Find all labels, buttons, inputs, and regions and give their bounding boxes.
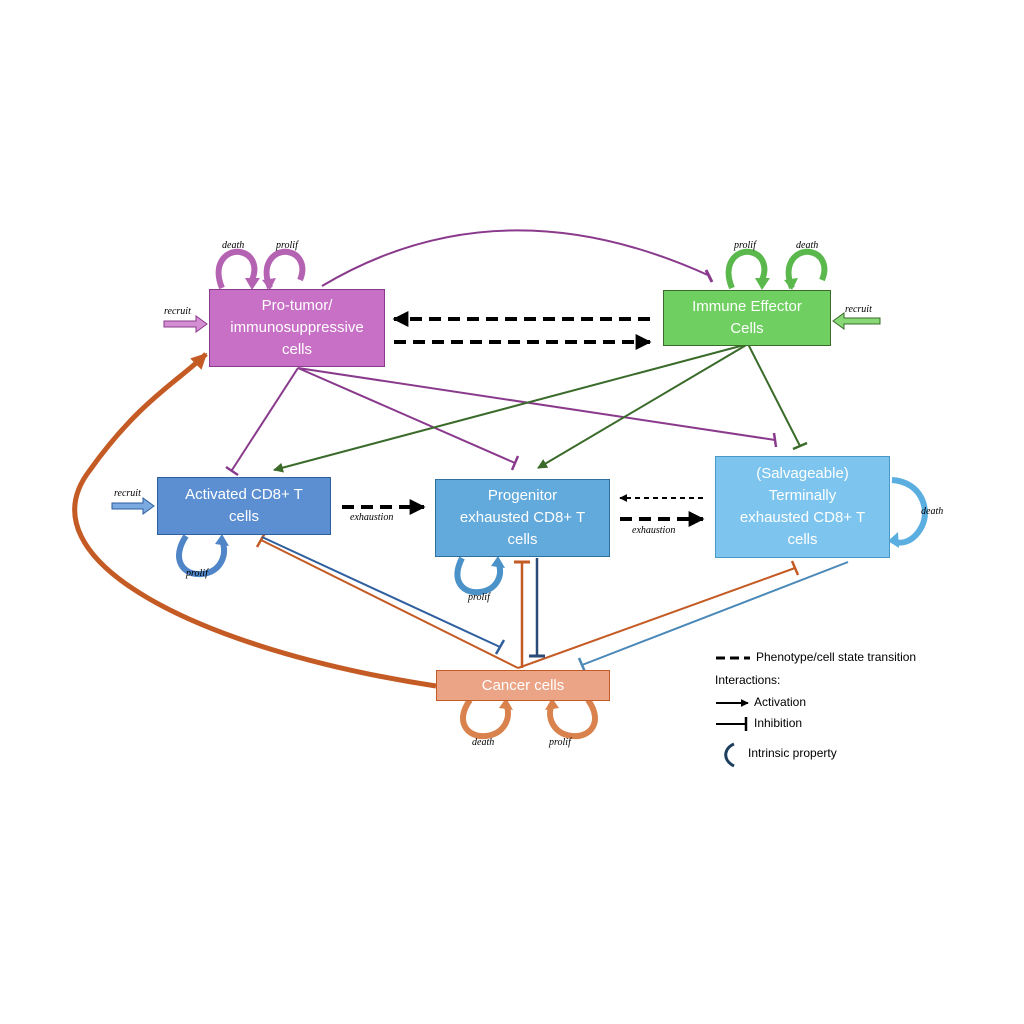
- inhibition-bar: [772, 432, 778, 448]
- progenitor-label: Progenitor exhausted CD8+ T cells: [459, 487, 586, 548]
- activated-prolif-loop: [176, 534, 227, 578]
- protumor-inhibits-progenitor-edge: [297, 367, 516, 464]
- cancer-label: Cancer cells: [481, 676, 565, 694]
- terminal-death-loop: [890, 477, 928, 546]
- cancer-death-loop: [460, 698, 511, 740]
- progenitor-node: Progenitor exhausted CD8+ T cells: [435, 479, 610, 557]
- activated-recruit-arrow: [111, 497, 155, 515]
- effector-activates-progenitor-edge: [537, 343, 749, 469]
- activated-exhaustion-label: exhaustion: [350, 512, 394, 523]
- protumor-recruit-arrow: [163, 315, 208, 333]
- protumor-prolif-label: prolif: [276, 240, 298, 251]
- protumor-death-loop: [215, 248, 258, 290]
- terminal-inhibits-cancer-edge: [581, 561, 849, 666]
- arrowhead: [545, 698, 559, 710]
- legend-intrinsic-icon: [724, 742, 735, 768]
- effector-inhibits-terminal-edge: [747, 343, 801, 447]
- cancer-inhibits-terminal-edge: [517, 567, 796, 669]
- effector-prolif-loop: [725, 248, 768, 290]
- legend-activation-text: Activation: [754, 695, 807, 709]
- activated-cd8-node: Activated CD8+ T cells: [157, 477, 331, 535]
- inhibition-bar: [704, 269, 714, 283]
- arrowhead: [755, 278, 770, 290]
- immune-effector-label: Immune Effector Cells: [692, 298, 802, 337]
- inhibition-bar: [790, 560, 800, 576]
- arrowhead: [491, 556, 505, 568]
- cancer-death-label: death: [472, 737, 495, 748]
- arrowhead: [499, 698, 513, 710]
- progenitor-prolif-loop: [454, 556, 503, 596]
- legend-interactions-heading: Interactions:: [715, 673, 781, 687]
- arrowhead: [245, 278, 260, 290]
- legend-intrinsic-text: Intrinsic property: [748, 746, 837, 760]
- protumor-death-label: death: [222, 240, 245, 251]
- arrowhead: [262, 278, 276, 290]
- effector-death-loop: [785, 248, 828, 290]
- activated-prolif-label: prolif: [186, 568, 208, 579]
- arrowhead: [215, 534, 229, 546]
- arrowhead: [784, 278, 798, 290]
- protumor-prolif-loop: [263, 248, 306, 290]
- pro-tumor-node: Pro-tumor/ immunosuppressive cells: [209, 289, 385, 367]
- effector-activates-activated-edge: [273, 343, 749, 473]
- terminal-death-label: death: [921, 506, 944, 517]
- protumor-inhibits-effector-edge: [321, 229, 711, 287]
- legend-inhibition-text: Inhibition: [754, 716, 803, 730]
- arrowhead: [888, 532, 899, 548]
- effector-prolif-label: prolif: [734, 240, 756, 251]
- protumor-inhibits-activated-edge: [231, 367, 299, 471]
- cancer-node: Cancer cells: [436, 670, 610, 701]
- progenitor-exhaustion-label: exhaustion: [632, 525, 676, 536]
- cancer-inhibits-activated-edge: [260, 539, 519, 669]
- effector-recruit-label: recruit: [845, 304, 872, 315]
- legend-transition-text: Phenotype/cell state transition: [756, 650, 917, 664]
- activated-cd8-label: Activated CD8+ T cells: [185, 486, 303, 525]
- effector-recruit-arrow: [832, 312, 881, 330]
- inhibition-bar: [510, 455, 520, 471]
- terminally-exhausted-label: (Salvageable) Terminally exhausted CD8+ …: [739, 465, 866, 548]
- inhibition-bar: [577, 657, 587, 673]
- progenitor-prolif-label: prolif: [468, 592, 490, 603]
- terminally-exhausted-node: (Salvageable) Terminally exhausted CD8+ …: [715, 456, 890, 558]
- pro-tumor-label: Pro-tumor/ immunosuppressive cells: [230, 297, 364, 358]
- inhibition-bar: [225, 465, 239, 477]
- cancer-activates-protumor-edge: [72, 352, 437, 689]
- effector-death-label: death: [796, 240, 819, 251]
- inhibition-bar: [792, 441, 808, 451]
- activated-recruit-label: recruit: [114, 488, 141, 499]
- activated-inhibits-cancer-edge: [261, 536, 501, 648]
- cancer-prolif-label: prolif: [549, 737, 571, 748]
- cancer-prolif-loop: [547, 698, 598, 740]
- protumor-inhibits-terminal-edge: [297, 367, 776, 441]
- protumor-recruit-label: recruit: [164, 306, 191, 317]
- inhibition-bar: [255, 532, 267, 548]
- immune-effector-node: Immune Effector Cells: [663, 290, 831, 346]
- inhibition-bar: [494, 639, 506, 655]
